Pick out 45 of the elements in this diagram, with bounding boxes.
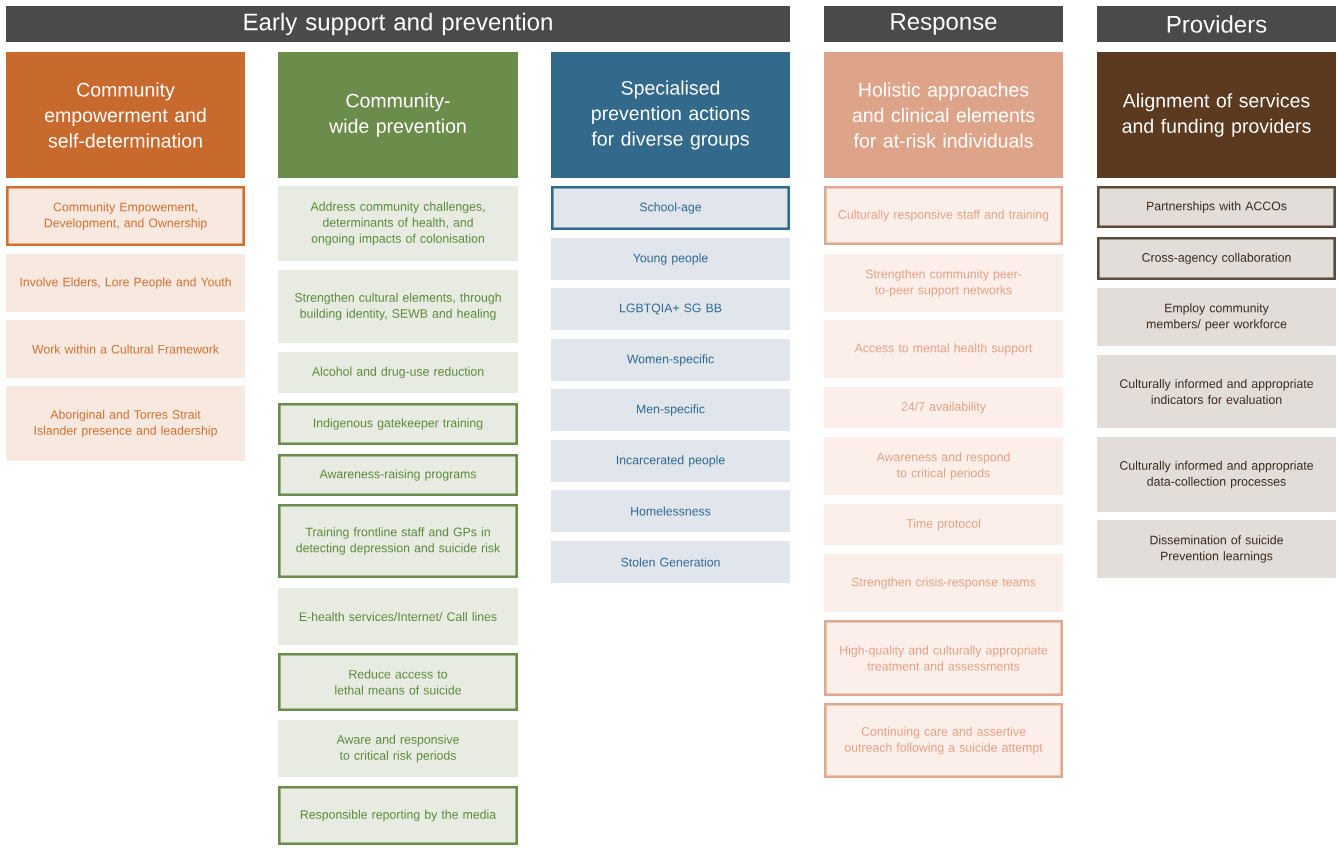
- item-box: Culturally informed and appropriate data-collection processes: [1097, 437, 1336, 512]
- item-box: Involve Elders, Lore People and Youth: [6, 254, 245, 312]
- section-banner: Early support and prevention: [6, 6, 790, 42]
- item-box: Access to mental health support: [824, 320, 1063, 378]
- item-box: Strengthen cultural elements, through building identity, SEWB and healing: [278, 270, 518, 343]
- item-box: 24/7 availability: [824, 387, 1063, 428]
- column-header: Specialised prevention actions for diverse groups: [551, 52, 790, 178]
- item-box: Continuing care and assertive outreach following a suicide attempt: [824, 703, 1063, 778]
- item-box: Homelessness: [551, 490, 790, 532]
- item-box: Men-specific: [551, 389, 790, 431]
- item-box: Strengthen community peer-to-peer support networks: [824, 254, 1063, 312]
- column-header: Holistic approaches and clinical elements for at-risk individuals: [824, 52, 1063, 178]
- item-box: Cross-agency collaboration: [1097, 237, 1336, 280]
- item-box: Indigenous gatekeeper training: [278, 403, 518, 445]
- section-banner: Response: [824, 6, 1063, 42]
- column-header: Community empowerment and self-determination: [6, 52, 245, 178]
- item-box: Alcohol and drug-use reduction: [278, 352, 518, 393]
- item-box: Awareness-raising programs: [278, 454, 518, 496]
- item-box: Young people: [551, 238, 790, 280]
- item-box: Address community challenges, determinants of health, and ongoing impacts of colonisation: [278, 186, 518, 261]
- item-box: Training frontline staff and GPs in detecting depression and suicide risk: [278, 504, 518, 578]
- item-box: Work within a Cultural Framework: [6, 320, 245, 378]
- item-box: Culturally responsive staff and training: [824, 186, 1063, 245]
- item-box: Aboriginal and Torres Strait Islander presence and leadership: [6, 386, 245, 461]
- section-banner: Providers: [1097, 6, 1336, 42]
- item-box: Stolen Generation: [551, 541, 790, 583]
- item-box: LGBTQIA+ SG BB: [551, 288, 790, 330]
- item-box: Awareness and respond to critical periods: [824, 437, 1063, 495]
- item-box: Strengthen crisis-response teams: [824, 554, 1063, 612]
- column-header: Alignment of services and funding providers: [1097, 52, 1336, 178]
- column-header: Community-wide prevention: [278, 52, 518, 178]
- item-box: Dissemination of suicide Prevention learnings: [1097, 520, 1336, 578]
- item-box: Aware and responsive to critical risk periods: [278, 720, 518, 777]
- item-box: Responsible reporting by the media: [278, 786, 518, 845]
- item-box: Community Empowement, Development, and Ownership: [6, 186, 245, 246]
- item-box: Reduce access to lethal means of suicide: [278, 653, 518, 711]
- item-box: Culturally informed and appropriate indicators for evaluation: [1097, 355, 1336, 428]
- item-box: Employ community members/ peer workforce: [1097, 288, 1336, 346]
- item-box: School-age: [551, 186, 790, 230]
- item-box: High-quality and culturally appropriate treatment and assessments: [824, 620, 1063, 696]
- item-box: Incarcerated people: [551, 440, 790, 482]
- item-box: Partnerships with ACCOs: [1097, 186, 1336, 228]
- item-box: Time protocol: [824, 504, 1063, 545]
- item-box: Women-specific: [551, 339, 790, 381]
- item-box: E-health services/Internet/ Call lines: [278, 588, 518, 645]
